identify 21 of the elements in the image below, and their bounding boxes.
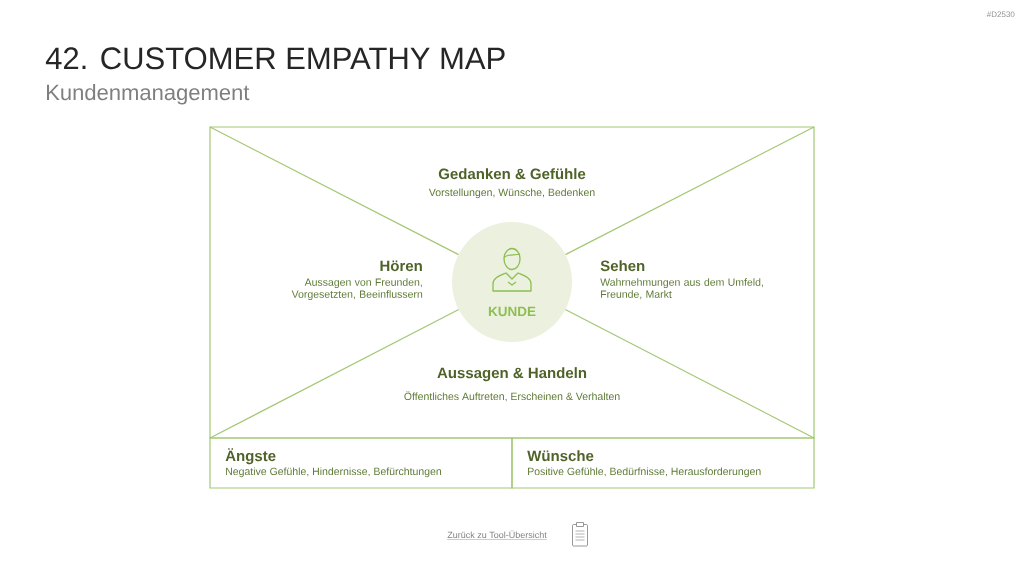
- subtitle: Kundenmanagement: [47, 84, 250, 105]
- section-heading: Hören: [380, 260, 422, 272]
- section-text: Aussagen von Freunden, Vorgesetzten, Beeinflussern: [291, 278, 423, 300]
- section-text: Öffentliches Auftreten, Erscheinen & Verhalten: [404, 391, 620, 402]
- category-box: [209, 437, 513, 489]
- section-heading: Gedanken & Gefühle: [438, 168, 586, 180]
- map-frame: [209, 126, 815, 439]
- title: 42. CUSTOMER EMPATHY MAP: [45, 47, 505, 70]
- reference-code: #D2530: [986, 11, 1015, 18]
- category-box: [511, 437, 815, 489]
- section-heading: Aussagen & Handeln: [437, 367, 587, 382]
- back-link: Zurück zu Tool-Übersicht: [447, 530, 547, 540]
- box-heading: Wünsche: [527, 450, 594, 462]
- section-text: Wahrnehmungen aus dem Umfeld, Freunde, Markt: [600, 278, 763, 300]
- circle-label: KUNDE: [488, 306, 536, 317]
- box-text: Positive Gefühle, Bedürfnisse, Herausforderungen: [528, 467, 761, 478]
- box-text: Negative Gefühle, Hindernisse, Befürchtungen: [226, 467, 442, 478]
- section-text: Vorstellungen, Wünsche, Bedenken: [428, 188, 595, 199]
- box-heading: Ängste: [225, 448, 276, 465]
- customer-circle: [452, 222, 572, 342]
- section-heading: Sehen: [600, 260, 645, 272]
